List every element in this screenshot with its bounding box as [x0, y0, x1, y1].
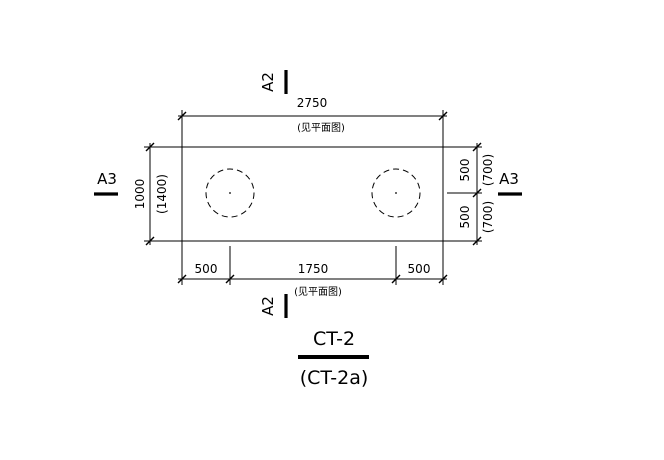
pile-left-center: [229, 192, 231, 194]
section-a2-bottom-label: A2: [259, 296, 277, 316]
section-a2-top: A2: [259, 70, 288, 94]
bottom-mid-label: 1750: [298, 262, 329, 276]
left-alt-label: (1400): [155, 174, 169, 214]
pile-right-center: [395, 192, 397, 194]
title-block: CT-2 (CT-2a): [298, 328, 369, 389]
section-a3-left: A3: [94, 170, 118, 196]
section-a3-left-label: A3: [97, 170, 117, 188]
section-a3-right: A3: [498, 170, 522, 196]
pile-left: [205, 168, 255, 218]
bottom-note-label: (见平面图): [294, 286, 342, 298]
bottom-right-label: 500: [408, 262, 431, 276]
title-main: CT-2: [313, 328, 355, 350]
section-a3-right-label: A3: [499, 170, 519, 188]
right-lower-label: 500: [458, 206, 472, 229]
bottom-left-label: 500: [195, 262, 218, 276]
top-total-label: 2750: [297, 96, 328, 110]
left-total-label: 1000: [133, 179, 147, 210]
pile-cap-outline: [181, 146, 444, 242]
right-lower-alt-label: (700): [481, 201, 495, 233]
left-dimension: 1000 (1400): [133, 142, 182, 246]
pile-right: [371, 168, 421, 218]
top-note-label: (见平面图): [297, 122, 345, 134]
right-upper-alt-label: (700): [481, 154, 495, 186]
right-upper-label: 500: [458, 159, 472, 182]
section-a2-bottom: A2: [259, 294, 288, 318]
bottom-dimension: 500 1750 500 (见平面图): [177, 241, 448, 298]
section-a2-top-label: A2: [259, 72, 277, 92]
right-dimension: 500 (700) 500 (700): [443, 142, 495, 246]
title-alt: (CT-2a): [300, 367, 369, 389]
top-dimension: 2750 (见平面图): [177, 96, 448, 147]
